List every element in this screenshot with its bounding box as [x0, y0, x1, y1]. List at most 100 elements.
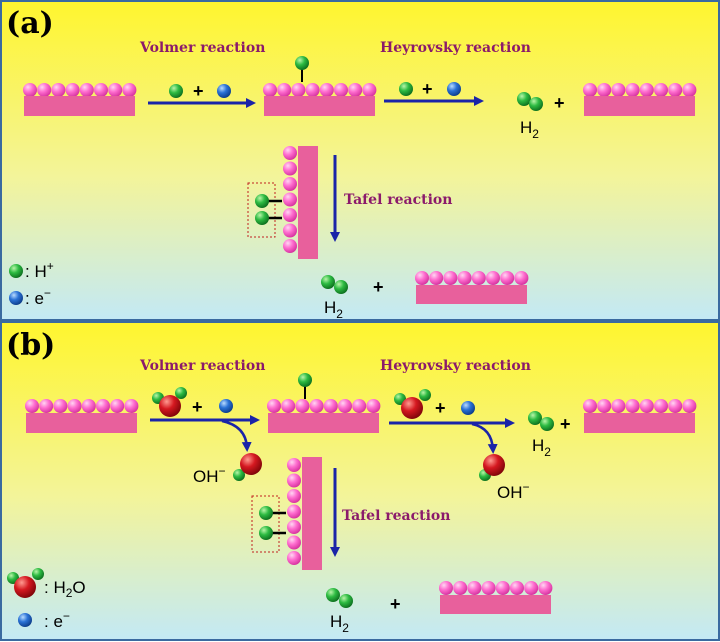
oh-label: OH− [497, 480, 530, 502]
surface-atom-icon [81, 399, 96, 413]
tafel-electrode-b [251, 457, 322, 570]
electrode-a1 [23, 83, 137, 116]
surface-atom-icon [287, 535, 301, 550]
surface-atom-icon [51, 83, 66, 97]
surface-atom-icon [37, 83, 52, 97]
oh-branch-arrow [221, 419, 252, 452]
h2-label: H2 [520, 118, 539, 141]
legend-b: : H2O : e− [7, 568, 86, 631]
surface-atom-icon [362, 83, 377, 97]
surface-atom-icon [611, 399, 626, 413]
surface-atom-icon [281, 399, 296, 413]
heyrovsky-label-a: Heyrovsky reaction [380, 40, 531, 56]
h2-molecule-a1 [517, 92, 543, 111]
surface-atom-icon [625, 83, 640, 97]
plus-sign: + [192, 397, 203, 417]
hydroxide-icon [479, 454, 505, 481]
surface-atom-icon [309, 399, 324, 413]
oxygen-atom-icon [483, 454, 505, 476]
adsorbed-hydrogen-icon [255, 211, 269, 225]
h2-molecule-a2 [321, 275, 348, 294]
adsorbed-hydrogen-icon [259, 526, 273, 540]
hydrogen-atom-icon [529, 97, 543, 111]
electron-icon [447, 82, 461, 96]
surface-atom-icon [486, 271, 500, 285]
hydrogen-atom-icon [233, 469, 245, 481]
electrode-b3 [583, 399, 697, 433]
surface-atom-icon [25, 399, 39, 413]
plus-sign: + [193, 81, 204, 101]
electron-icon [9, 291, 23, 305]
proton-icon [169, 84, 183, 98]
water-molecule-icon [394, 389, 431, 419]
surface-atom-icon [654, 83, 668, 97]
oxygen-atom-icon [240, 453, 262, 475]
h2-molecule-b2 [326, 588, 353, 608]
dotted-highlight-box [251, 495, 280, 553]
surface-atom-icon [524, 581, 539, 595]
volmer-label-a: Volmer reaction [139, 40, 265, 56]
oxygen-atom-icon [14, 576, 36, 598]
electrode-slab [24, 96, 135, 116]
surface-atom-icon [471, 271, 486, 285]
electrode-a2 [263, 56, 377, 116]
surface-atom-icon [639, 83, 654, 97]
hydrogen-atom-icon [334, 280, 348, 294]
hydrogen-atom-icon [321, 275, 335, 289]
surface-atom-icon [283, 208, 297, 222]
panel-a-background [0, 0, 720, 321]
h2-label: H2 [532, 436, 551, 459]
panel-a-letter: (a) [6, 6, 54, 41]
hydrogen-atom-icon [517, 92, 531, 106]
surface-atom-icon [287, 473, 301, 488]
surface-atom-icon [283, 239, 297, 253]
hydroxide-icon [233, 453, 262, 481]
h2-label: H2 [330, 612, 349, 635]
hydrogen-atom-icon [175, 387, 187, 399]
surface-atom-icon [415, 271, 429, 285]
surface-atom-icon [467, 581, 482, 595]
surface-atom-icon [453, 581, 468, 595]
electron-icon [217, 84, 231, 98]
surface-atom-icon [287, 458, 301, 472]
surface-atom-icon [39, 399, 54, 413]
electrode-b4 [439, 581, 553, 614]
surface-atom-icon [625, 399, 640, 413]
electrode-slab-vertical [302, 457, 322, 570]
surface-atom-icon [323, 399, 338, 413]
hydrogen-atom-icon [528, 411, 542, 425]
plus-sign: + [554, 93, 565, 113]
electrode-slab-vertical [298, 146, 318, 259]
surface-atom-icon [287, 504, 301, 519]
plus-sign: + [373, 277, 384, 297]
electrode-b2 [267, 373, 381, 433]
surface-atom-icon [668, 399, 683, 413]
surface-atom-icon [334, 83, 348, 97]
electrode-slab [416, 285, 527, 304]
surface-atom-icon [110, 399, 125, 413]
surface-atom-icon [514, 271, 529, 285]
surface-atom-icon [65, 83, 80, 97]
adsorbed-hydrogen-icon [295, 56, 309, 70]
surface-atom-icon [597, 399, 612, 413]
tafel-label-b: Tafel reaction [342, 508, 450, 524]
panel-a: (a) Volmer reaction Heyrovsky reaction +… [0, 0, 720, 321]
surface-atom-icon [639, 399, 654, 413]
water-molecule-icon [7, 568, 44, 598]
surface-atom-icon [305, 83, 320, 97]
surface-atom-icon [96, 399, 110, 413]
electrode-b1 [25, 399, 139, 433]
surface-atom-icon [583, 399, 597, 413]
surface-atom-icon [510, 581, 524, 595]
surface-atom-icon [267, 399, 281, 413]
surface-atom-icon [443, 271, 458, 285]
surface-atom-icon [338, 399, 352, 413]
surface-atom-icon [283, 146, 297, 160]
oh-label: OH− [193, 464, 226, 486]
electrode-a4 [415, 271, 529, 304]
panel-b-background [0, 321, 720, 641]
legend-electron-label: : e− [25, 286, 51, 308]
surface-atom-icon [287, 520, 301, 534]
surface-atom-icon [79, 83, 94, 97]
